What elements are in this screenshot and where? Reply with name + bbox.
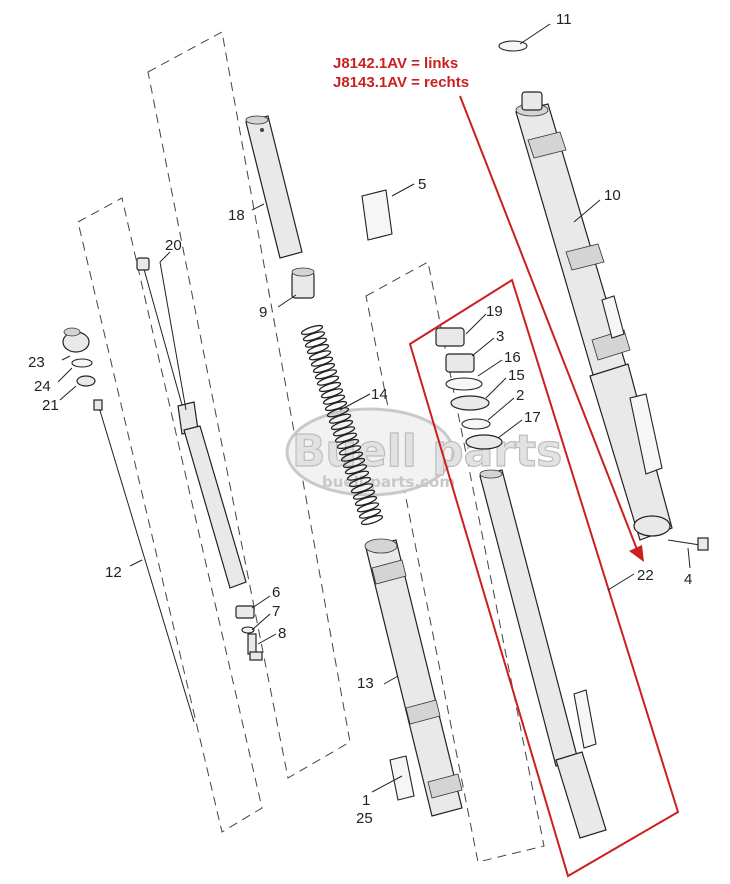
callout-2: 2 bbox=[516, 387, 524, 404]
callout-3: 3 bbox=[496, 328, 504, 345]
part-5-label bbox=[361, 189, 393, 241]
spring-coil bbox=[356, 502, 380, 513]
callout-21: 21 bbox=[42, 397, 59, 414]
spring-coil bbox=[302, 331, 326, 342]
part-6-washer bbox=[235, 605, 255, 619]
watermark-logo: Buell parts buell-parts.com bbox=[285, 407, 563, 497]
spring-coil bbox=[308, 350, 332, 361]
part-1-guard bbox=[389, 755, 415, 801]
callout-6: 6 bbox=[272, 584, 280, 601]
part-number-note: J8142.1AV = links J8143.1AV = rechts bbox=[333, 55, 469, 91]
kit-22-outline bbox=[408, 95, 680, 878]
group-frame-spring-cap bbox=[147, 31, 351, 779]
part-4-bolt bbox=[667, 537, 709, 551]
part-23-adjuster-cap bbox=[62, 327, 90, 353]
callout-9: 9 bbox=[259, 304, 267, 321]
callout-13: 13 bbox=[357, 675, 374, 692]
callout-5: 5 bbox=[418, 176, 426, 193]
callout-7: 7 bbox=[272, 603, 280, 620]
part-10-fork-assembly bbox=[515, 91, 673, 541]
callout-18: 18 bbox=[228, 207, 245, 224]
part-16-washer bbox=[445, 377, 483, 391]
callout-22: 22 bbox=[637, 567, 654, 584]
callout-17: 17 bbox=[524, 409, 541, 426]
callout-4: 4 bbox=[684, 571, 692, 588]
watermark-url: buell-parts.com bbox=[322, 473, 455, 491]
part-20-damper-rod bbox=[136, 257, 247, 589]
callout-12: 12 bbox=[105, 564, 122, 581]
part-13-outer-tube bbox=[364, 538, 463, 817]
callout-10: 10 bbox=[604, 187, 621, 204]
callout-25: 25 bbox=[356, 810, 373, 827]
part-8-bolt bbox=[247, 633, 263, 661]
watermark-brand: Buell parts bbox=[292, 426, 562, 477]
part-21-nut bbox=[76, 375, 96, 387]
callout-15: 15 bbox=[508, 367, 525, 384]
part-12-adjuster-rod bbox=[93, 399, 195, 723]
part-18-spacer-tube bbox=[245, 115, 303, 259]
spring-coil bbox=[338, 445, 362, 456]
leader-lines bbox=[57, 23, 691, 793]
spring-coil bbox=[332, 426, 356, 437]
spring-coil bbox=[360, 514, 384, 526]
callout-19: 19 bbox=[486, 303, 503, 320]
part-7-washer bbox=[241, 626, 255, 634]
callout-24: 24 bbox=[34, 378, 51, 395]
spring-coil bbox=[350, 483, 374, 494]
part-15-oil-seal bbox=[450, 395, 490, 411]
part-14-fork-spring bbox=[300, 324, 384, 526]
callout-11: 11 bbox=[556, 11, 572, 28]
callout-23: 23 bbox=[28, 354, 45, 371]
part-9-bushing bbox=[291, 267, 315, 299]
callout-16: 16 bbox=[504, 349, 521, 366]
callout-1: 1 bbox=[362, 792, 370, 809]
note-left-part-number: J8142.1AV = links bbox=[333, 55, 458, 72]
arrow-head bbox=[629, 545, 644, 562]
callouts: 11 10 4 22 18 9 5 14 20 6 7 8 23 24 21 1… bbox=[28, 11, 692, 827]
group-frame-damper-rod bbox=[77, 197, 263, 833]
part-24-o-ring bbox=[71, 358, 93, 368]
callout-20: 20 bbox=[165, 237, 182, 254]
spring-coil bbox=[326, 407, 350, 418]
spring-coil bbox=[314, 369, 338, 380]
part-2-retaining-clip bbox=[461, 418, 491, 430]
callout-8: 8 bbox=[278, 625, 286, 642]
part-3-bushing bbox=[445, 353, 475, 373]
spring-coil bbox=[344, 464, 368, 475]
part-19-bushing bbox=[435, 327, 465, 347]
note-right-part-number: J8143.1AV = rechts bbox=[333, 74, 469, 91]
callout-14: 14 bbox=[371, 386, 388, 403]
part-22-inner-slider bbox=[479, 469, 607, 839]
part-17-dust-seal bbox=[465, 434, 503, 450]
spring-coil bbox=[320, 388, 344, 399]
group-frame-outer-tube bbox=[365, 261, 545, 863]
